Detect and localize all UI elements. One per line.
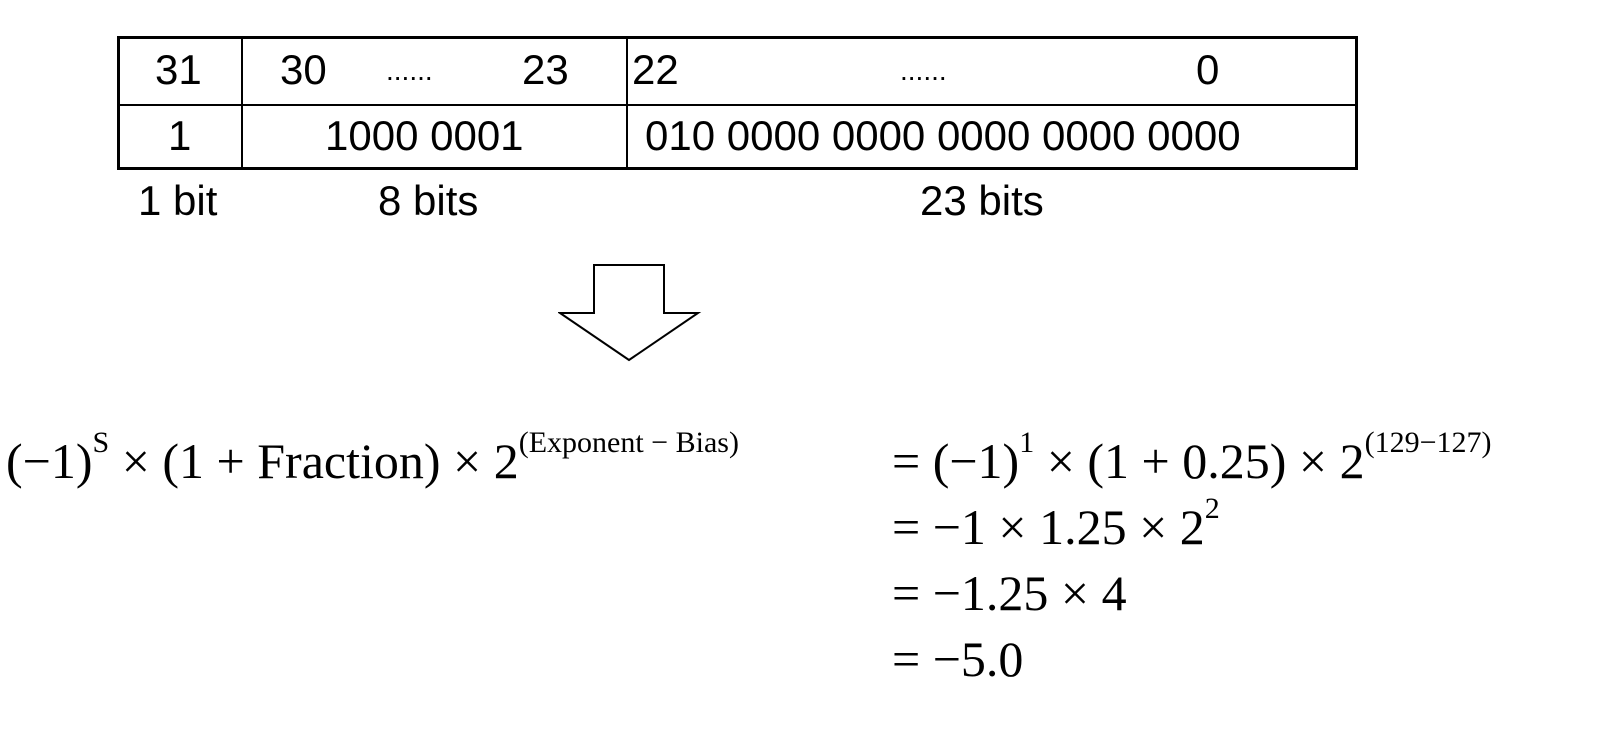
formula-result: = −5.0 [892,631,1024,687]
formula-exponent-bias: (Exponent − Bias) [518,426,739,459]
exponent-value: 1000 0001 [325,112,524,159]
formula-line-1: = (−1)1 × (1 + 0.25) × 2(129−127) [892,428,1492,489]
line1-sign-exponent: 1 [1019,426,1035,459]
sign-value: 1 [168,112,192,159]
line2-exponent: 2 [1204,492,1220,525]
line1-exponent: (129−127) [1364,426,1492,459]
fraction-start-index: 22 [632,46,679,93]
exponent-ellipsis: ...... [386,55,433,86]
fraction-width-caption: 23 bits [920,177,1044,224]
exponent-width-caption: 8 bits [378,177,479,224]
formula-sign-exponent: S [92,426,110,459]
exponent-end-index: 23 [522,46,569,93]
sign-exponent-divider [241,39,243,167]
line1-fraction-term: × (1 + 0.25) × 2 [1034,433,1365,489]
fraction-value: 010 0000 0000 0000 0000 0000 [645,112,1241,159]
general-formula: (−1)S × (1 + Fraction) × 2(Exponent − Bi… [6,428,739,489]
formula-fraction-term: × (1 + Fraction) × 2 [109,433,519,489]
exponent-fraction-divider [626,39,628,167]
formula-line-2: = −1 × 1.25 × 22 [892,494,1220,555]
fraction-end-index: 0 [1196,46,1220,93]
header-row-divider [120,104,1355,106]
line2-expression: = −1 × 1.25 × 2 [892,499,1205,555]
exponent-start-index: 30 [280,46,327,93]
formula-line-3: = −1.25 × 4 [892,565,1127,621]
line1-sign-base: = (−1) [892,433,1020,489]
formula-sign-base: (−1) [6,433,93,489]
down-arrow-icon [558,264,702,362]
fraction-ellipsis: ...... [900,55,947,86]
sign-width-caption: 1 bit [138,177,218,224]
sign-bit-index: 31 [155,46,202,93]
bit-layout-table: 31 30 ...... 23 22 ...... 0 1 1000 0001 … [117,36,1358,170]
